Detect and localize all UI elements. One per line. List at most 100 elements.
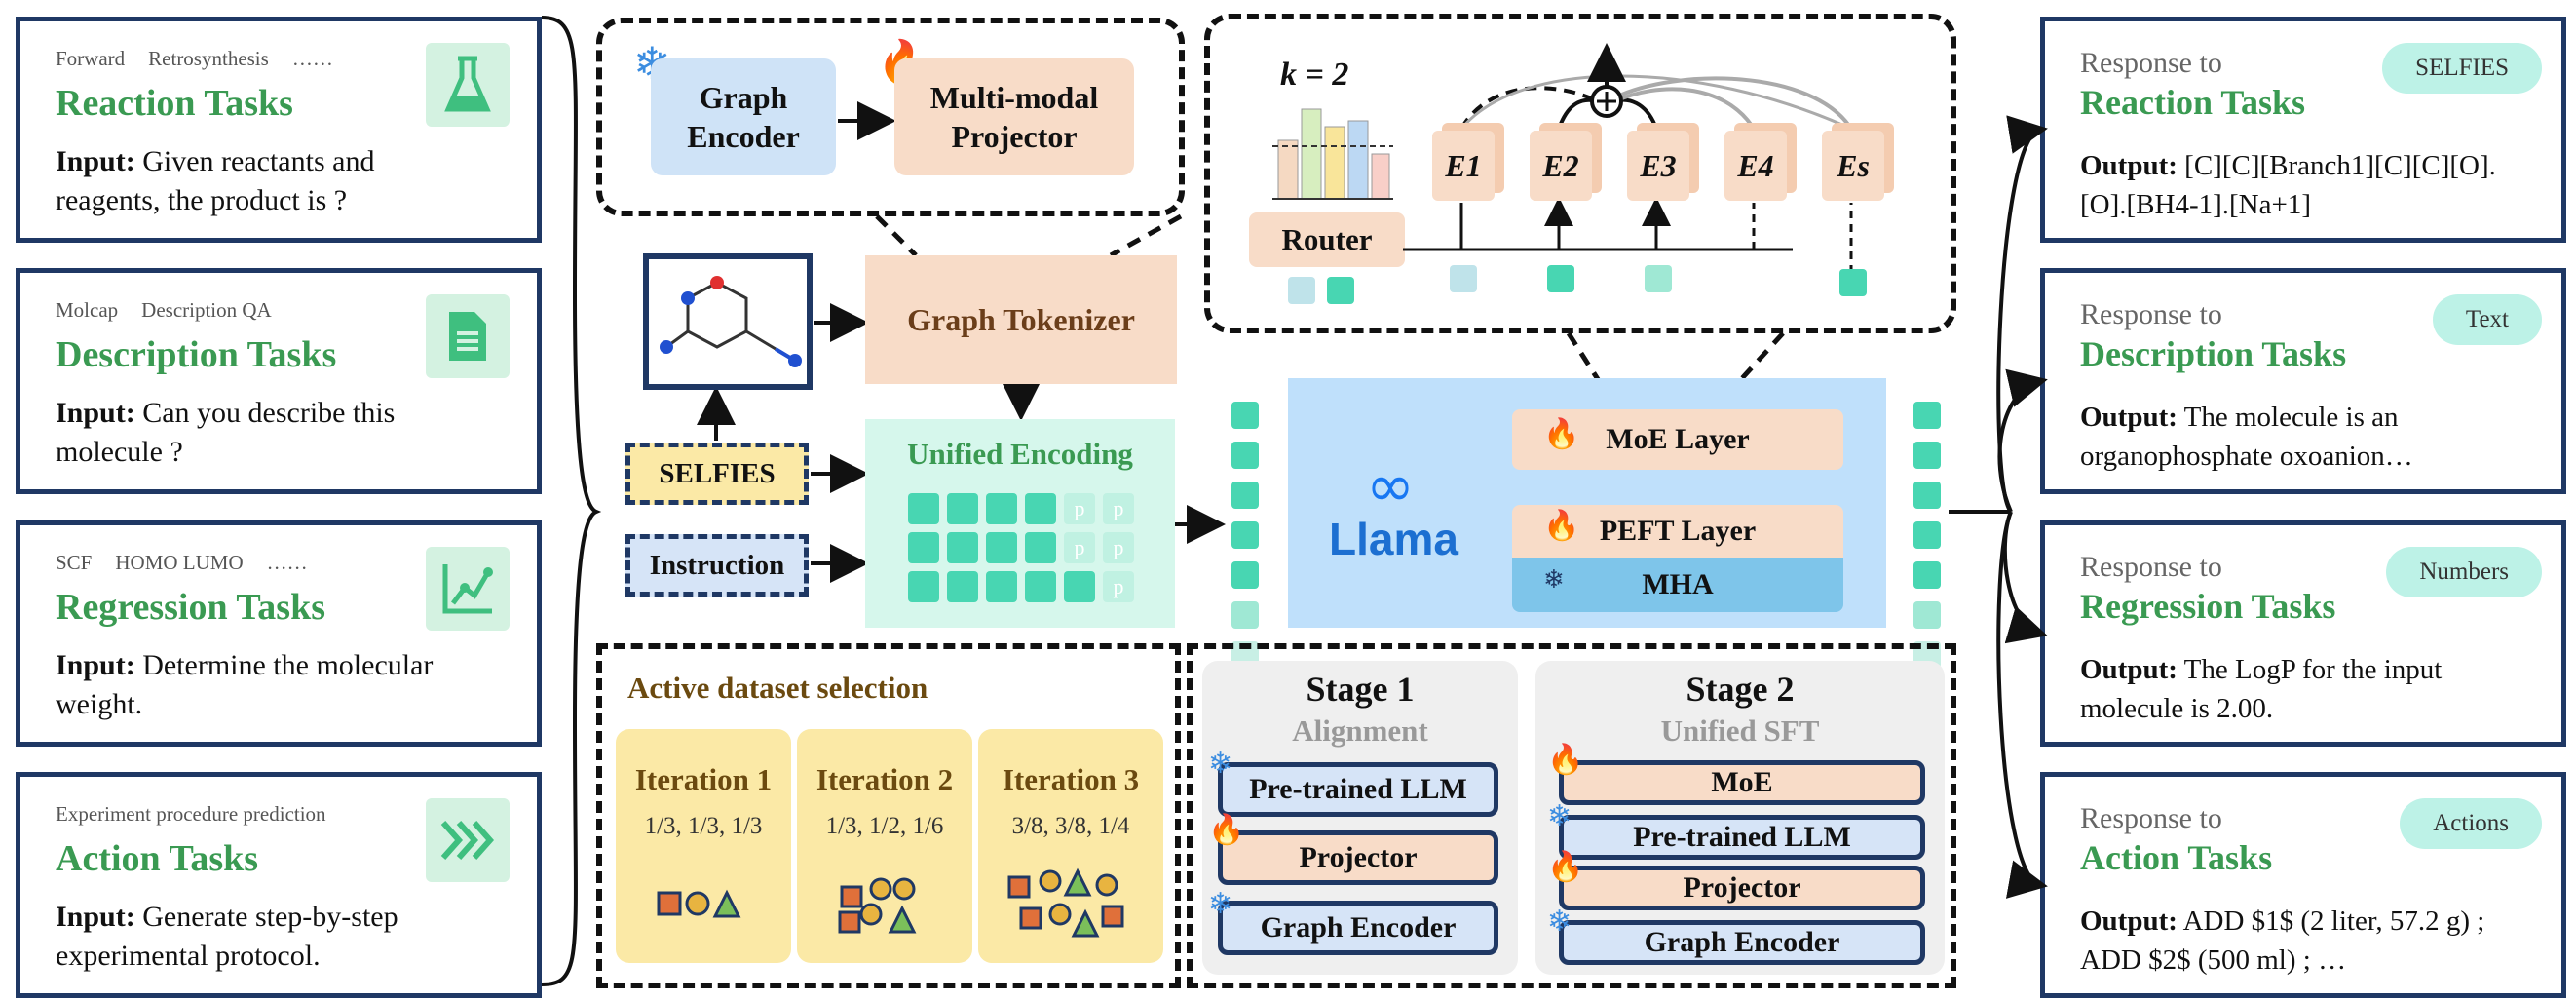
snowflake-icon: ❄ — [1543, 565, 1565, 594]
output-label: Output: — [2080, 150, 2178, 181]
output-text: ADD $1$ (2 liter, 57.2 g) ; ADD $2$ (500… — [2080, 906, 2485, 976]
task-sub-label: Experiment procedure prediction — [56, 802, 326, 826]
shape-mix-icon — [657, 889, 741, 918]
graph-encoder-block: Graph Encoder — [651, 58, 836, 175]
flame-icon: 🔥 — [1543, 510, 1580, 542]
pad-token: p — [1064, 493, 1095, 524]
iteration-card: Iteration 3 3/8, 3/8, 1/4 — [978, 729, 1163, 963]
token-cell — [908, 493, 939, 524]
stage-item-label: Projector — [1683, 871, 1801, 904]
token-cell — [1231, 402, 1259, 429]
router-bar-chart-icon — [1272, 108, 1393, 200]
input-text: Given reactants and reagents, the produc… — [56, 145, 375, 216]
output-type-badge: Text — [2432, 294, 2542, 345]
shape-mix-icon — [838, 877, 917, 934]
token-cell — [1913, 521, 1941, 549]
moe-layer-label: MoE Layer — [1606, 423, 1750, 455]
pad-token: p — [1103, 532, 1134, 563]
iteration-ratios: 1/3, 1/3, 1/3 — [644, 813, 763, 839]
stage-2-graph-encoder: Graph Encoder — [1559, 920, 1925, 965]
router-label: Router — [1281, 222, 1373, 256]
task-title: Action Tasks — [56, 838, 259, 879]
beaker-icon — [426, 43, 510, 127]
token-cell — [1231, 521, 1259, 549]
expert-label: E1 — [1445, 147, 1482, 183]
iteration-ratios: 1/3, 1/2, 1/6 — [825, 813, 944, 839]
expert-label: E4 — [1737, 147, 1774, 183]
output-token-column — [1913, 402, 1943, 669]
expert-token — [1839, 269, 1867, 296]
stage-item-label: Graph Encoder — [1644, 926, 1840, 958]
tokenizer-label: Graph Tokenizer — [907, 302, 1135, 337]
token-cell — [1231, 561, 1259, 589]
task-sub-label: Forward — [56, 47, 126, 70]
projector-label: Multi-modal Projector — [929, 80, 1099, 154]
output-label: Output: — [2080, 402, 2178, 433]
token-cell — [986, 532, 1017, 563]
token-cell — [1064, 571, 1095, 602]
input-text: Determine the molecular weight. — [56, 649, 434, 720]
expert-routing-lines — [1403, 43, 1853, 273]
training-stages-panel — [1187, 643, 1956, 988]
task-sub-label: …… — [291, 47, 333, 70]
stage-title: Stage 2 — [1686, 670, 1795, 709]
llama-label: Llama — [1329, 514, 1458, 564]
token-cell — [1231, 442, 1259, 469]
output-text: The molecule is an organophosphate oxoan… — [2080, 402, 2413, 472]
token-cell — [947, 571, 978, 602]
iteration-ratios: 3/8, 3/8, 1/4 — [1011, 813, 1130, 839]
task-sub-label: SCF — [56, 551, 93, 574]
instruction-input-box: Instruction — [625, 534, 809, 597]
iteration-label: Iteration 1 — [634, 762, 773, 796]
expert-label: E3 — [1640, 147, 1677, 183]
stage-item-label: Pre-trained LLM — [1249, 773, 1467, 805]
flame-icon: 🔥 — [1543, 418, 1580, 450]
stage-1-graph-encoder: Graph Encoder — [1218, 901, 1498, 955]
expert-label: E2 — [1542, 147, 1579, 183]
iteration-label: Iteration 2 — [815, 762, 954, 796]
stage-item-label: Pre-trained LLM — [1633, 821, 1851, 853]
response-prefix: Response to — [2080, 47, 2222, 79]
input-label: Input: — [56, 649, 135, 681]
document-icon — [426, 294, 510, 378]
output-label: Output: — [2080, 906, 2178, 937]
multimodal-projector-block: Multi-modal Projector — [894, 58, 1134, 175]
unified-encoding-label: Unified Encoding — [907, 437, 1133, 471]
molecule-image — [643, 253, 813, 390]
stage-subtitle: Unified SFT — [1660, 713, 1820, 748]
expert-block-s: Es — [1822, 131, 1884, 201]
unified-encoding-block: Unified Encoding p p p p p — [865, 419, 1175, 628]
stage-2-moe: MoE — [1559, 760, 1925, 805]
snowflake-icon: ❄ — [1208, 748, 1233, 780]
expert-block-1: E1 — [1432, 131, 1495, 201]
task-sub-label: Description QA — [141, 298, 272, 322]
iteration-card: Iteration 2 1/3, 1/2, 1/6 — [797, 729, 972, 963]
token-cell — [1913, 442, 1941, 469]
mha-label: MHA — [1642, 568, 1714, 600]
input-text: Can you describe this molecule ? — [56, 397, 396, 468]
output-type-badge: Numbers — [2386, 547, 2542, 597]
task-sub-label: Molcap — [56, 298, 119, 322]
iteration-card: Iteration 1 1/3, 1/3, 1/3 — [616, 729, 791, 963]
token-cell — [947, 532, 978, 563]
stage-2-pretrained-llm: Pre-trained LLM — [1559, 815, 1925, 860]
pad-token: p — [1103, 493, 1134, 524]
token-cell — [947, 493, 978, 524]
input-token-column — [1231, 402, 1261, 669]
output-label: Output: — [2080, 654, 2178, 685]
token-cell — [1913, 402, 1941, 429]
router-token — [1288, 277, 1315, 304]
token-cell — [1231, 482, 1259, 509]
input-label: Input: — [56, 397, 135, 429]
response-title: Description Tasks — [2080, 334, 2347, 373]
response-title: Regression Tasks — [2080, 587, 2336, 626]
stage-2-projector: Projector — [1559, 866, 1925, 910]
router-block: Router — [1249, 212, 1405, 267]
expert-block-2: E2 — [1530, 131, 1592, 201]
expert-token — [1547, 265, 1574, 292]
peft-layer-label: PEFT Layer — [1599, 515, 1757, 547]
llama-model-block: ∞ Llama MoE Layer 🔥 PEFT Layer 🔥 MHA ❄ — [1288, 378, 1886, 628]
token-cell — [986, 493, 1017, 524]
task-sub-label: HOMO LUMO — [115, 551, 244, 574]
